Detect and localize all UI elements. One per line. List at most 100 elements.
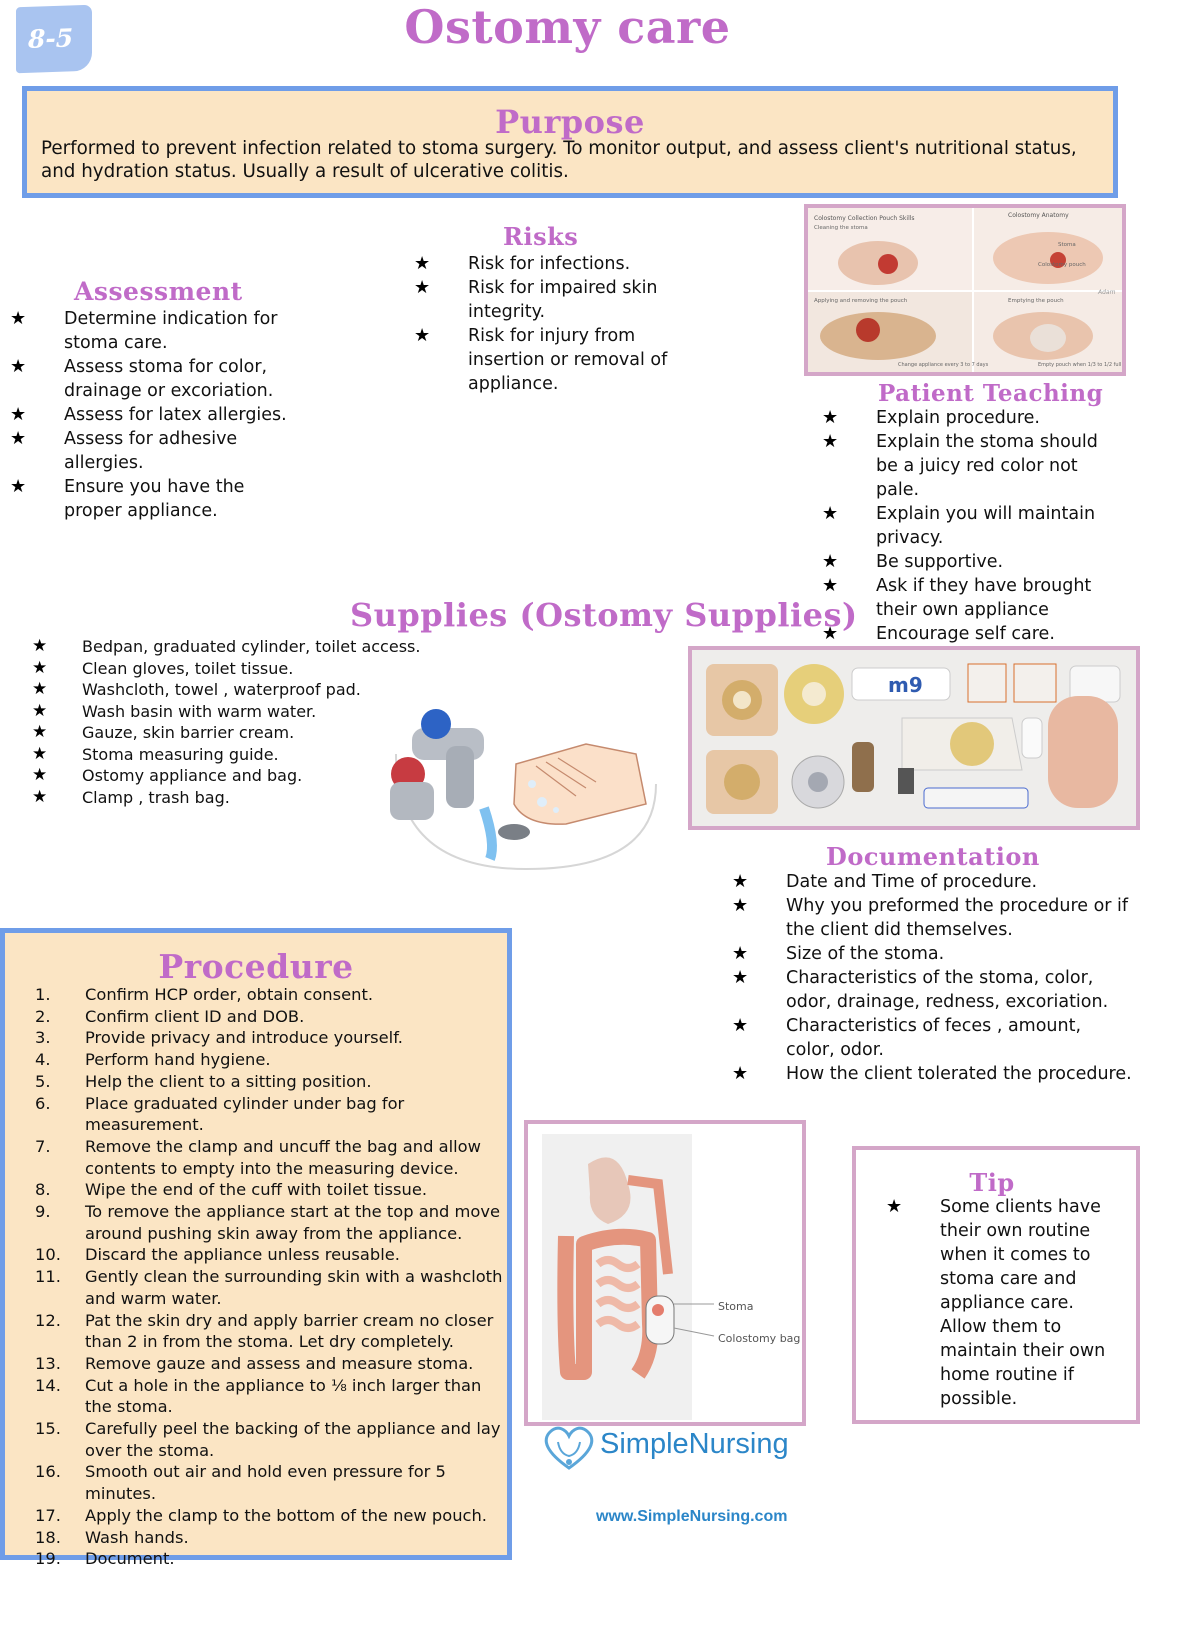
list-item: Be supportive. [820, 550, 1120, 574]
step-text: Cut a hole in the appliance to ⅛ inch la… [85, 1375, 482, 1417]
tip-heading: Tip [969, 1168, 1015, 1197]
procedure-step: 5. Help the client to a sitting position. [5, 1071, 507, 1093]
colostomy-bag-label: Colostomy bag [718, 1332, 800, 1345]
list-item: Explain you will maintain privacy. [820, 502, 1120, 550]
step-number: 3. [35, 1028, 51, 1048]
step-number: 4. [35, 1050, 51, 1070]
list-item: Explain the stoma should be a juicy red … [820, 430, 1120, 502]
step-text: Provide privacy and introduce yourself. [85, 1028, 403, 1048]
colostomy-illustration-art: Colostomy Collection Pouch Skills Cleani… [808, 208, 1122, 372]
list-item: Size of the stoma. [730, 942, 1134, 966]
list-item: Wash basin with warm water. [30, 701, 450, 723]
procedure-step: 3. Provide privacy and introduce yourself… [5, 1027, 507, 1049]
list-item: Washcloth, towel , waterproof pad. [30, 679, 450, 701]
assessment-list: Determine indication for stoma care. Ass… [8, 307, 298, 523]
step-text: Wash hands. [85, 1527, 189, 1547]
list-item: Clamp , trash bag. [30, 787, 450, 809]
list-item: Some clients have their own routine when… [884, 1195, 1114, 1411]
step-number: 11. [35, 1267, 61, 1287]
logo-nursing: Nursing [688, 1428, 789, 1460]
illus-label: Emptying the pouch [1008, 298, 1064, 304]
list-item: Explain procedure. [820, 406, 1120, 430]
step-text: Remove gauze and assess and measure stom… [85, 1353, 474, 1373]
step-text: Document. [85, 1549, 175, 1569]
purpose-panel: Purpose Performed to prevent infection r… [22, 86, 1118, 198]
procedure-step: 7. Remove the clamp and uncuff the bag an… [5, 1136, 507, 1179]
step-number: 16. [35, 1462, 61, 1482]
logo-simple: Simple [600, 1428, 689, 1460]
step-number: 7. [35, 1136, 51, 1156]
tube-label: m9 [888, 673, 923, 697]
list-item: Ostomy appliance and bag. [30, 765, 450, 787]
list-item: Ensure you have the proper appliance. [8, 475, 298, 523]
list-item: Characteristics of the stoma, color, odo… [730, 966, 1134, 1014]
risks-heading: Risks [503, 222, 579, 251]
list-item: Gauze, skin barrier cream. [30, 722, 450, 744]
procedure-heading: Procedure [158, 947, 354, 986]
simplenursing-logo: SimpleNursing [540, 1422, 840, 1478]
procedure-step: 13. Remove gauze and assess and measure s… [5, 1353, 507, 1375]
step-text: Gently clean the surrounding skin with a… [85, 1267, 503, 1308]
supplies-photo: m9 [688, 646, 1140, 830]
step-text: Confirm HCP order, obtain consent. [85, 985, 373, 1004]
step-number: 1. [35, 985, 51, 1004]
stoma-label: Stoma [718, 1300, 753, 1313]
procedure-step: 19.Document. [5, 1548, 507, 1570]
step-text: Discard the appliance unless reusable. [85, 1245, 400, 1265]
handwashing-illustration [386, 684, 666, 874]
page-title: Ostomy care [404, 0, 731, 54]
step-text: Pat the skin dry and apply barrier cream… [85, 1310, 494, 1352]
step-text: Remove the clamp and uncuff the bag and … [85, 1136, 481, 1178]
step-text: Smooth out air and hold even pressure fo… [85, 1462, 446, 1504]
list-item: Assess for latex allergies. [8, 403, 298, 427]
step-number: 15. [35, 1419, 61, 1439]
step-number: 14. [35, 1375, 61, 1395]
illus-label: Colostomy Anatomy [1008, 212, 1069, 219]
procedure-panel: Procedure 1. Confirm HCP order, obtain co… [0, 928, 512, 1568]
list-item: Assess stoma for color, drainage or exco… [8, 355, 298, 403]
illus-label: Cleaning the stoma [814, 225, 868, 231]
supplies-list: Bedpan, graduated cylinder, toilet acces… [30, 636, 450, 808]
procedure-step: 4. Perform hand hygiene. [5, 1049, 507, 1071]
patient-teaching-list: Explain procedure. Explain the stoma sho… [820, 406, 1120, 646]
purpose-heading: Purpose [495, 103, 645, 141]
website-link[interactable]: www.SimpleNursing.com [596, 1508, 788, 1525]
list-item: Characteristics of feces , amount, color… [730, 1014, 1134, 1062]
list-item: Encourage self care. [820, 622, 1120, 646]
procedure-step: 11. Gently clean the surrounding skin wit… [5, 1266, 507, 1309]
list-item: Stoma measuring guide. [30, 744, 450, 766]
list-item: Bedpan, graduated cylinder, toilet acces… [30, 636, 450, 658]
procedure-step: 6.Place graduated cylinder under bag for… [5, 1093, 507, 1136]
step-text: Apply the clamp to the bottom of the new… [85, 1505, 487, 1525]
step-text: Confirm client ID and DOB. [85, 1006, 305, 1026]
step-text: Perform hand hygiene. [85, 1050, 271, 1070]
step-number: 9. [35, 1202, 51, 1222]
procedure-step: 1. Confirm HCP order, obtain consent. [5, 984, 507, 1006]
step-number: 13. [35, 1353, 61, 1373]
list-item: Risk for infections. [412, 252, 702, 276]
patient-teaching-heading: Patient Teaching [878, 380, 1104, 407]
list-item: Clean gloves, toilet tissue. [30, 658, 450, 680]
procedure-step: 16. Smooth out air and hold even pressure… [5, 1461, 507, 1504]
list-item: Ask if they have brought their own appli… [820, 574, 1120, 622]
step-number: 6. [35, 1093, 51, 1113]
step-text: To remove the appliance start at the top… [85, 1202, 501, 1243]
procedure-step: 18.Wash hands. [5, 1527, 507, 1549]
list-item: Date and Time of procedure. [730, 870, 1134, 894]
illus-label: Colostomy Collection Pouch Skills [814, 215, 915, 222]
list-item: How the client tolerated the procedure. [730, 1062, 1134, 1086]
tip-panel: Tip Some clients have their own routine … [852, 1146, 1140, 1424]
step-number: 5. [35, 1071, 51, 1091]
procedure-steps: 1.Confirm HCP order, obtain consent.2.Co… [5, 984, 507, 1570]
step-text: Wipe the end of the cuff with toilet tis… [85, 1180, 428, 1200]
illus-label: Colostomy pouch [1038, 262, 1086, 268]
illus-label: Applying and removing the pouch [814, 298, 908, 304]
risks-list: Risk for infections. Risk for impaired s… [412, 252, 702, 396]
heart-stethoscope-icon [544, 1426, 594, 1470]
supplies-heading: Supplies (Ostomy Supplies) [350, 596, 858, 634]
illus-label: Change appliance every 3 to 7 days [898, 362, 989, 368]
illus-label: Empty pouch when 1/3 to 1/2 full [1038, 362, 1121, 368]
step-text: Help the client to a sitting position. [85, 1071, 372, 1091]
documentation-heading: Documentation [826, 842, 1040, 871]
colostomy-illustration: Colostomy Collection Pouch Skills Cleani… [804, 204, 1126, 376]
